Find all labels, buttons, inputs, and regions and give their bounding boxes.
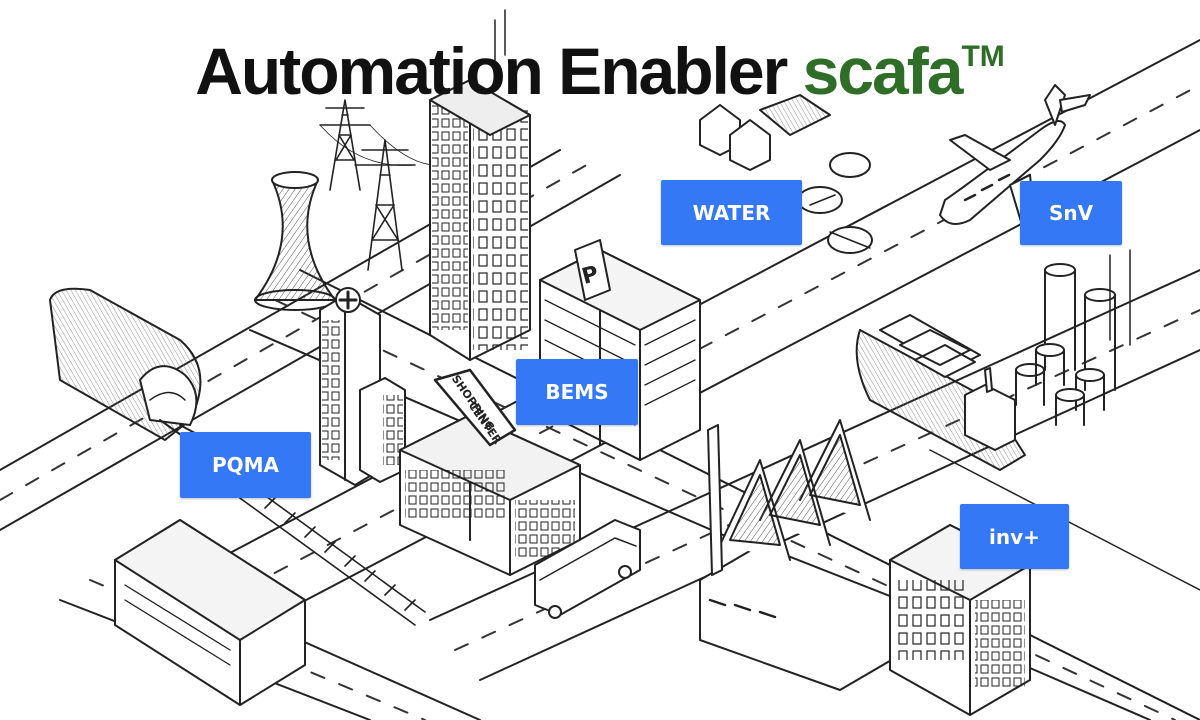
brand-name: scafa (802, 34, 964, 108)
cargo-ship (855, 314, 1026, 471)
snv-label-button[interactable]: SnV (1020, 181, 1122, 245)
cooling-tower (254, 171, 336, 311)
bus (534, 519, 641, 619)
title-main: Automation Enabler (195, 34, 788, 108)
tall-office-tower (429, 9, 531, 361)
pqma-label-button[interactable]: PQMA (180, 432, 311, 498)
water-treatment-plant (699, 94, 873, 254)
brand-logo-text: scafaTM (803, 34, 1005, 108)
warehouse (114, 519, 306, 706)
storage-tanks (1015, 249, 1131, 426)
parking-sign-letter: P (579, 262, 601, 290)
tunnel (49, 287, 246, 471)
office-building (889, 524, 1031, 716)
bems-label-button[interactable]: BEMS (516, 359, 638, 425)
hospital-building (319, 287, 406, 486)
water-label-button[interactable]: WATER (661, 180, 802, 245)
trademark-mark: TM (961, 40, 1005, 73)
inv-plus-label-button[interactable]: inv+ (960, 504, 1069, 569)
page-title: Automation Enabler scafaTM (0, 38, 1200, 104)
parking-garage (539, 239, 701, 461)
